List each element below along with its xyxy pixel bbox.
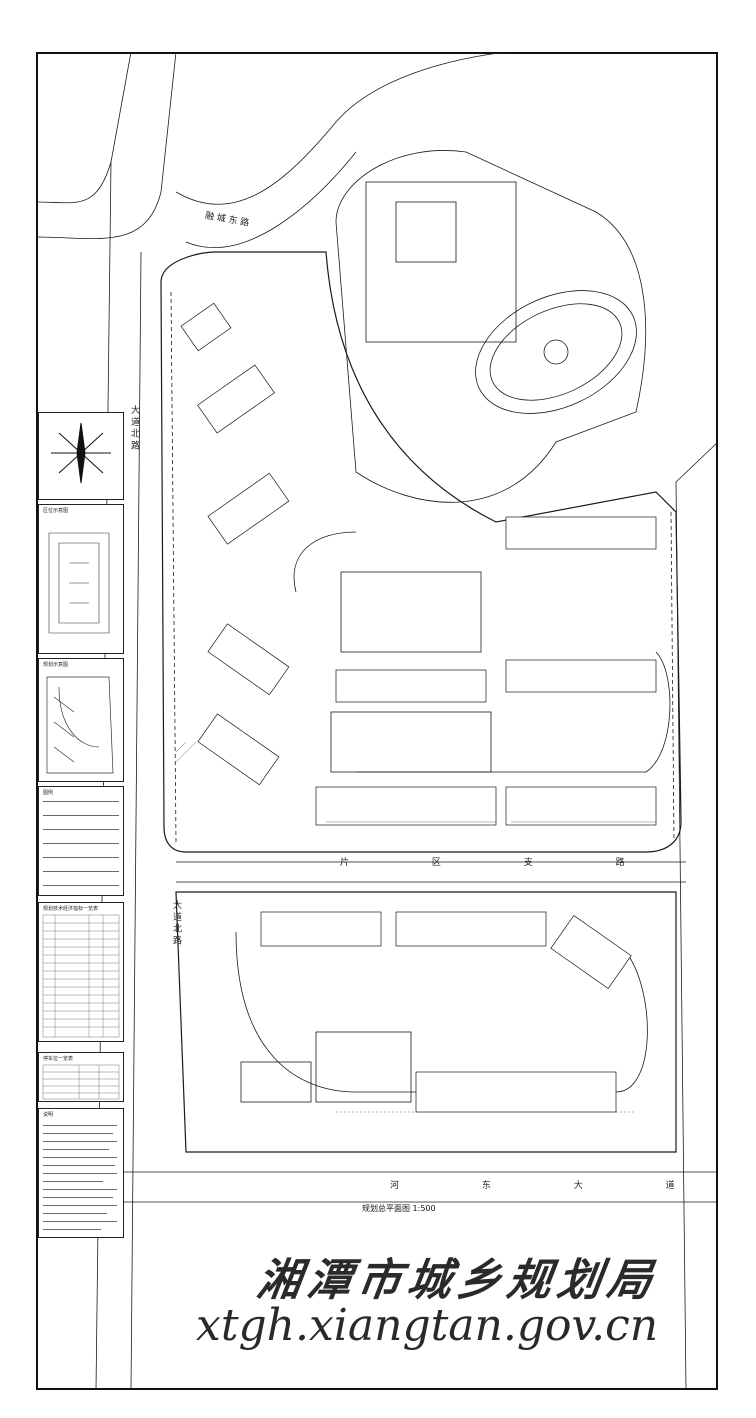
parking-table-panel: 停车位一览表 — [38, 1052, 124, 1102]
site-plan-map — [36, 52, 718, 1390]
notes-panel: 说明 — [38, 1108, 124, 1238]
site-map-title: 规划示意图 — [43, 662, 69, 668]
north-arrow-icon — [51, 422, 111, 484]
west-road-label: 大 道 北 路 — [129, 405, 139, 450]
tech-table-title: 规划技术经济指标一览表 — [43, 906, 99, 912]
watermark-url: xtgh.xiangtan.gov.cn — [196, 1300, 659, 1351]
symbol-legend-title: 图例 — [43, 790, 54, 796]
site-sketch — [46, 676, 114, 774]
parking-table-title: 停车位一览表 — [43, 1056, 74, 1062]
location-map-title: 区位示意图 — [43, 508, 69, 514]
location-sketch — [48, 532, 110, 634]
tech-table-panel: 规划技术经济指标一览表 — [38, 902, 124, 1042]
location-map-panel: 区位示意图 — [38, 504, 124, 654]
drawing-frame — [36, 52, 718, 1390]
symbol-legend-panel: 图例 — [38, 786, 124, 896]
tech-table-grid — [42, 914, 120, 1038]
legend-column: 区位示意图 规划示意图 图例 规划技术经济指标一览表 — [38, 412, 124, 1242]
compass-panel — [38, 412, 124, 500]
plan-caption: 规划总平面图 1:500 — [362, 1204, 436, 1213]
watermark-org: 湘潭市城乡规划局 — [253, 1255, 661, 1306]
notes-title: 说明 — [43, 1112, 54, 1118]
south-road-label: 河 东 大 道 — [390, 1181, 715, 1191]
middle-road-label: 片 区 支 路 — [340, 858, 665, 868]
parking-table-grid — [42, 1064, 120, 1100]
west-road-lower-label: 大 道 北 路 — [171, 900, 181, 945]
site-map-panel: 规划示意图 — [38, 658, 124, 782]
